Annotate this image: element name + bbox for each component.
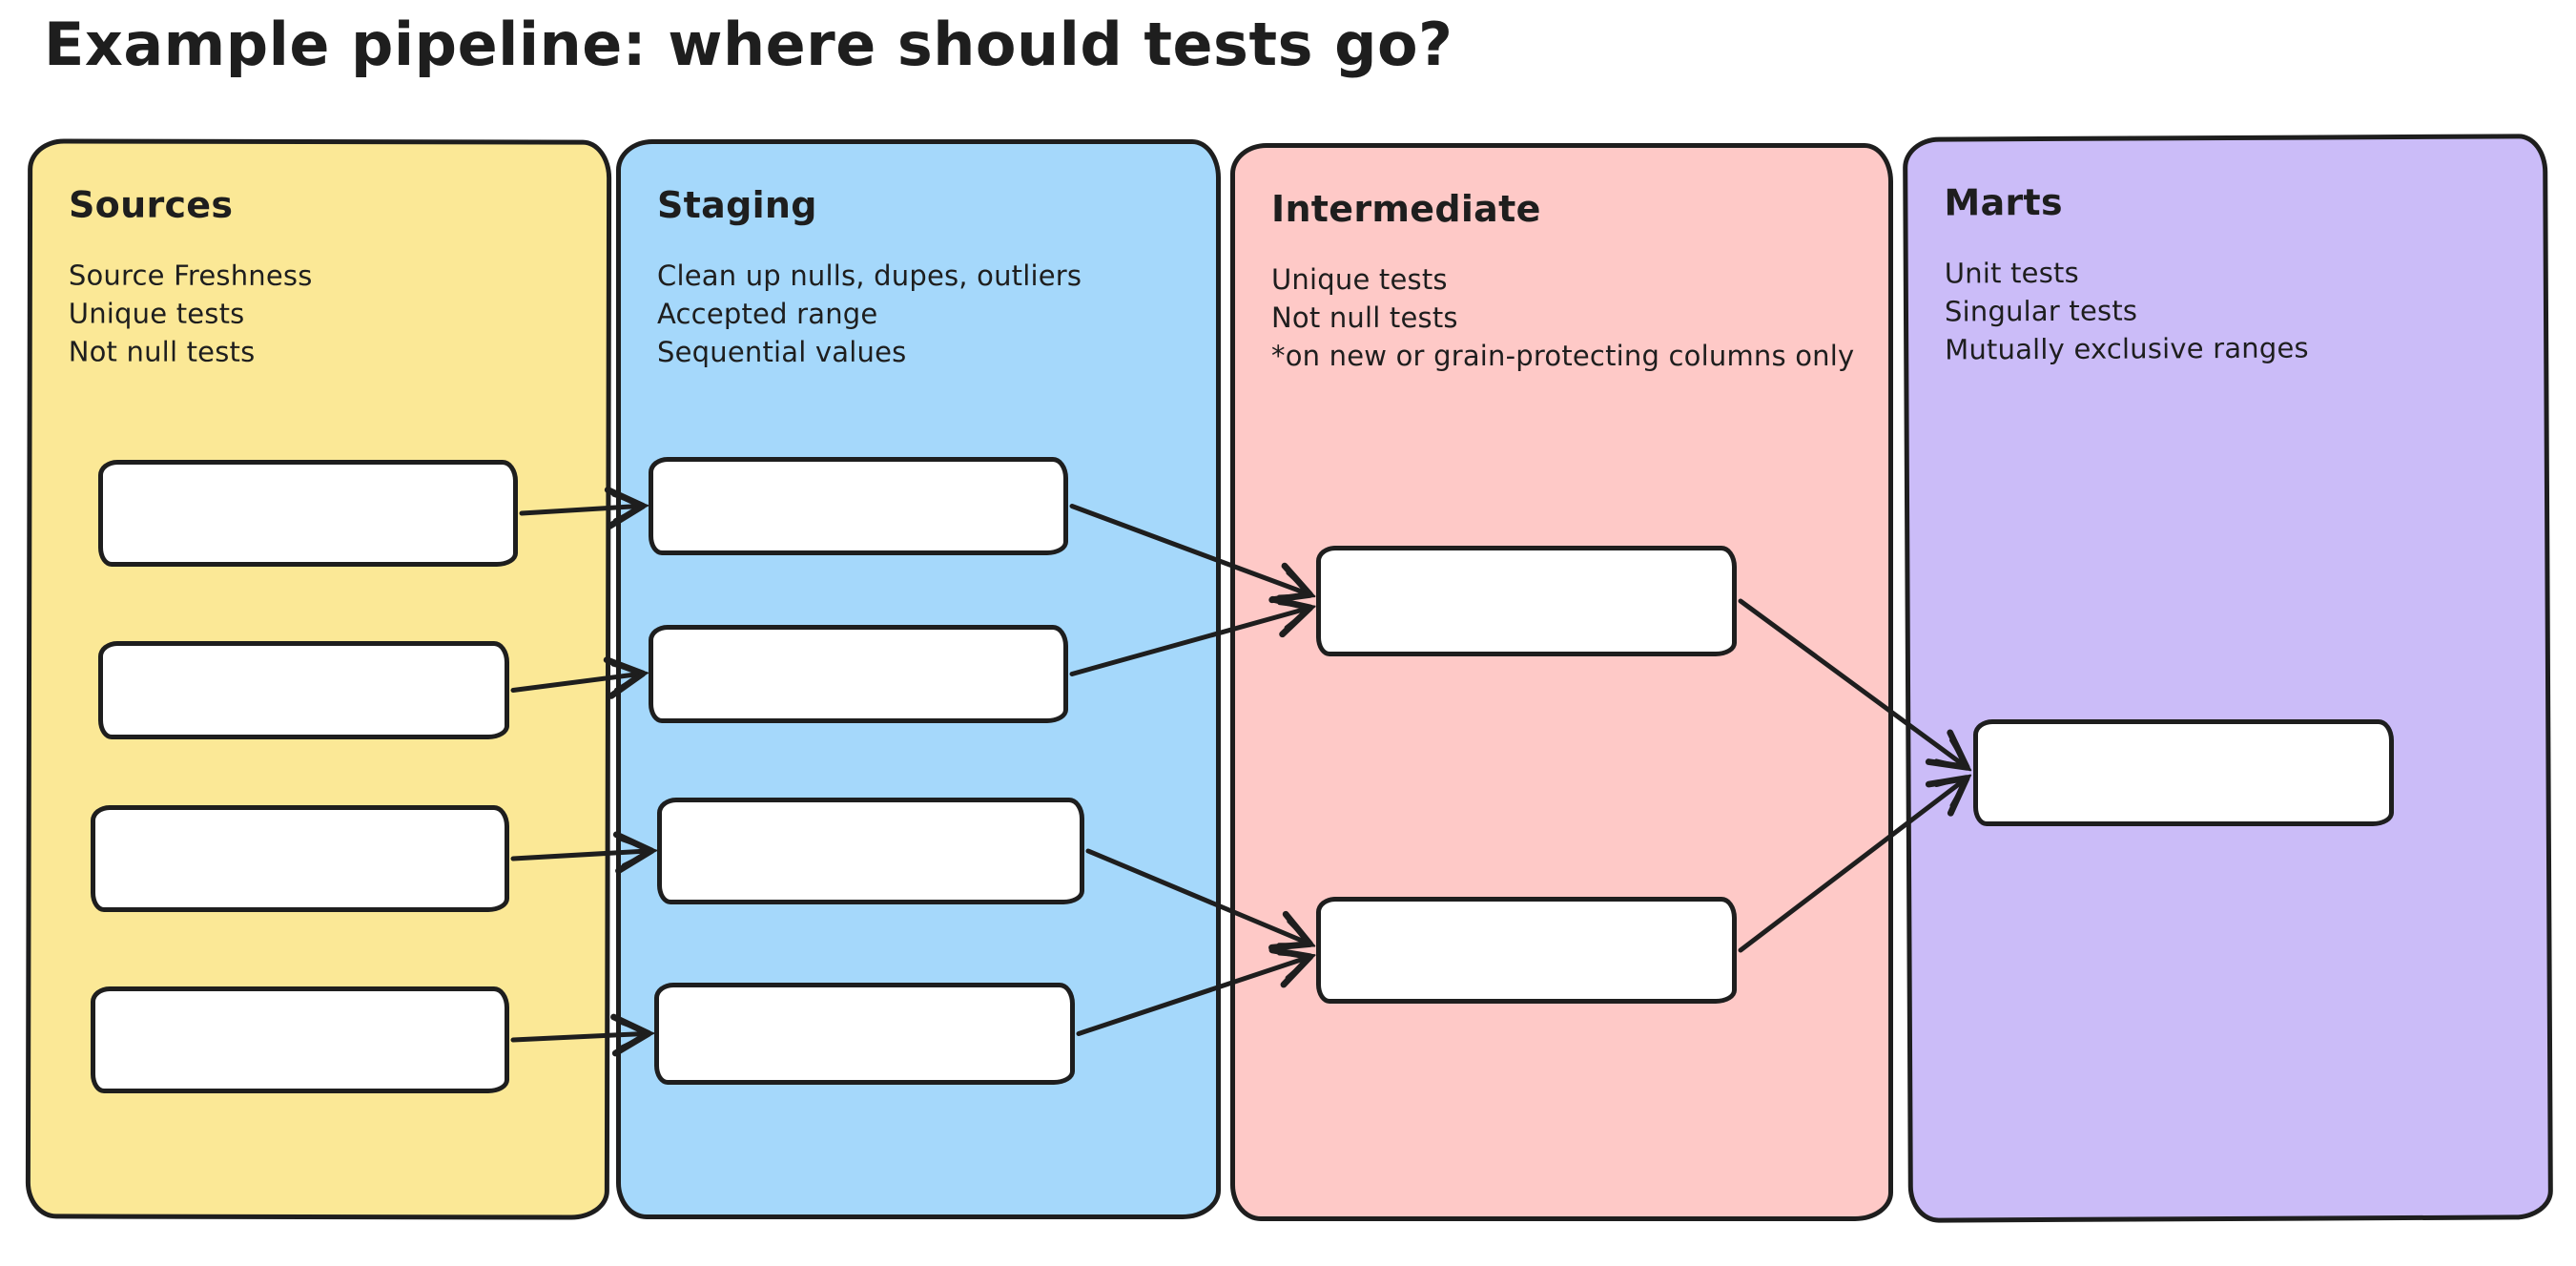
column-staging-title: Staging (657, 184, 817, 226)
column-intermediate-notes: Unique tests Not null tests *on new or g… (1271, 260, 1855, 375)
note-line: Unique tests (68, 297, 245, 330)
column-marts-title: Marts (1944, 180, 2063, 224)
column-intermediate: Intermediate Unique tests Not null tests… (1230, 143, 1893, 1221)
note-line: Not null tests (1271, 301, 1458, 334)
node-int-2 (1316, 897, 1737, 1004)
column-sources-title: Sources (68, 183, 234, 226)
node-src-2 (98, 641, 509, 739)
note-line: Source Freshness (68, 259, 313, 292)
column-marts: Marts Unit tests Singular tests Mutually… (1903, 134, 2553, 1223)
note-line: *on new or grain-protecting columns only (1271, 340, 1855, 372)
node-src-3 (91, 805, 509, 912)
column-marts-notes: Unit tests Singular tests Mutually exclu… (1945, 251, 2508, 368)
note-line: Accepted range (657, 298, 878, 330)
node-stg-4 (654, 983, 1075, 1085)
column-intermediate-title: Intermediate (1271, 188, 1541, 230)
node-src-1 (98, 460, 518, 567)
note-line: Clean up nulls, dupes, outliers (657, 259, 1082, 292)
node-int-1 (1316, 546, 1737, 656)
note-line: Mutually exclusive ranges (1945, 331, 2309, 366)
note-line: Sequential values (657, 336, 907, 368)
column-staging-notes: Clean up nulls, dupes, outliers Accepted… (657, 257, 1180, 371)
note-line: Unit tests (1944, 256, 2079, 290)
node-stg-3 (657, 798, 1084, 904)
node-mart-1 (1973, 719, 2394, 826)
note-line: Not null tests (68, 335, 256, 368)
node-stg-1 (649, 457, 1068, 555)
note-line: Unique tests (1271, 263, 1448, 296)
node-src-4 (91, 986, 509, 1093)
note-line: Singular tests (1944, 294, 2138, 328)
column-sources-notes: Source Freshness Unique tests Not null t… (69, 256, 570, 371)
diagram-title: Example pipeline: where should tests go? (44, 10, 1453, 79)
node-stg-2 (649, 625, 1068, 723)
